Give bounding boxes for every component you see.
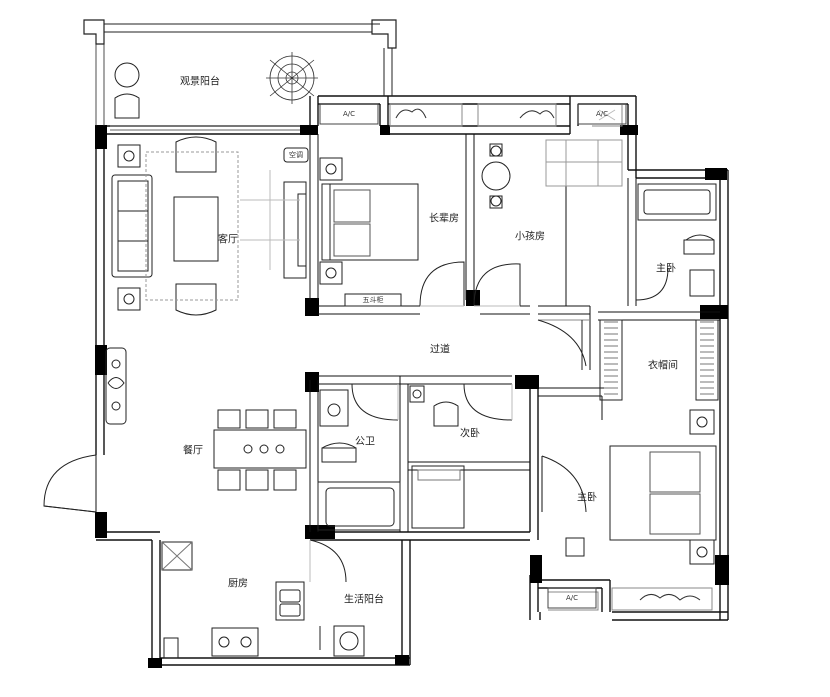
corridor-doors bbox=[537, 319, 590, 370]
interior-walls bbox=[309, 134, 720, 532]
living-sliding-door bbox=[110, 125, 300, 131]
room-label-corridor: 过道 bbox=[430, 344, 450, 356]
closet-shelves bbox=[599, 319, 719, 401]
ac-label-right: A/C bbox=[595, 110, 609, 118]
master-bedroom-furniture bbox=[541, 409, 717, 611]
air-conditioner-label: 空调 bbox=[289, 151, 303, 159]
room-label-master-bath: 主卧 bbox=[656, 263, 676, 275]
exterior-walls bbox=[95, 95, 729, 666]
room-label-master-bedroom: 主卧 bbox=[577, 492, 597, 504]
entrance-door bbox=[43, 454, 97, 513]
plant-icon bbox=[266, 52, 318, 104]
room-label-living-room: 客厅 bbox=[218, 234, 238, 246]
room-label-kitchen: 厨房 bbox=[228, 578, 248, 590]
room-label-closet: 衣帽间 bbox=[648, 360, 678, 372]
ac-label-left: A/C bbox=[342, 110, 356, 118]
room-label-elder-room: 长辈房 bbox=[429, 213, 459, 225]
kitchen-fixtures bbox=[161, 541, 305, 659]
room-label-view-balcony: 观景阳台 bbox=[180, 76, 220, 88]
room-label-second-bedroom: 次卧 bbox=[460, 428, 480, 440]
service-balcony-fixtures bbox=[309, 539, 365, 657]
master-bath-fixtures bbox=[592, 103, 717, 301]
kids-room-furniture bbox=[473, 103, 623, 307]
ac-units bbox=[319, 103, 627, 609]
elder-room-furniture bbox=[319, 103, 465, 307]
ac-label-bottom: A/C bbox=[565, 594, 579, 602]
dining-furniture bbox=[105, 347, 307, 491]
room-label-dining-room: 餐厅 bbox=[183, 445, 203, 457]
wall-columns bbox=[95, 125, 729, 668]
second-bedroom-furniture bbox=[409, 383, 513, 529]
room-label-kids-room: 小孩房 bbox=[515, 231, 545, 243]
chest-of-drawers-label: 五斗柜 bbox=[362, 296, 384, 304]
view-balcony bbox=[83, 19, 397, 126]
public-bath-fixtures bbox=[317, 383, 401, 531]
living-room-furniture bbox=[111, 136, 309, 316]
room-label-public-bath: 公卫 bbox=[355, 436, 375, 448]
room-label-service-balcony: 生活阳台 bbox=[344, 594, 384, 606]
